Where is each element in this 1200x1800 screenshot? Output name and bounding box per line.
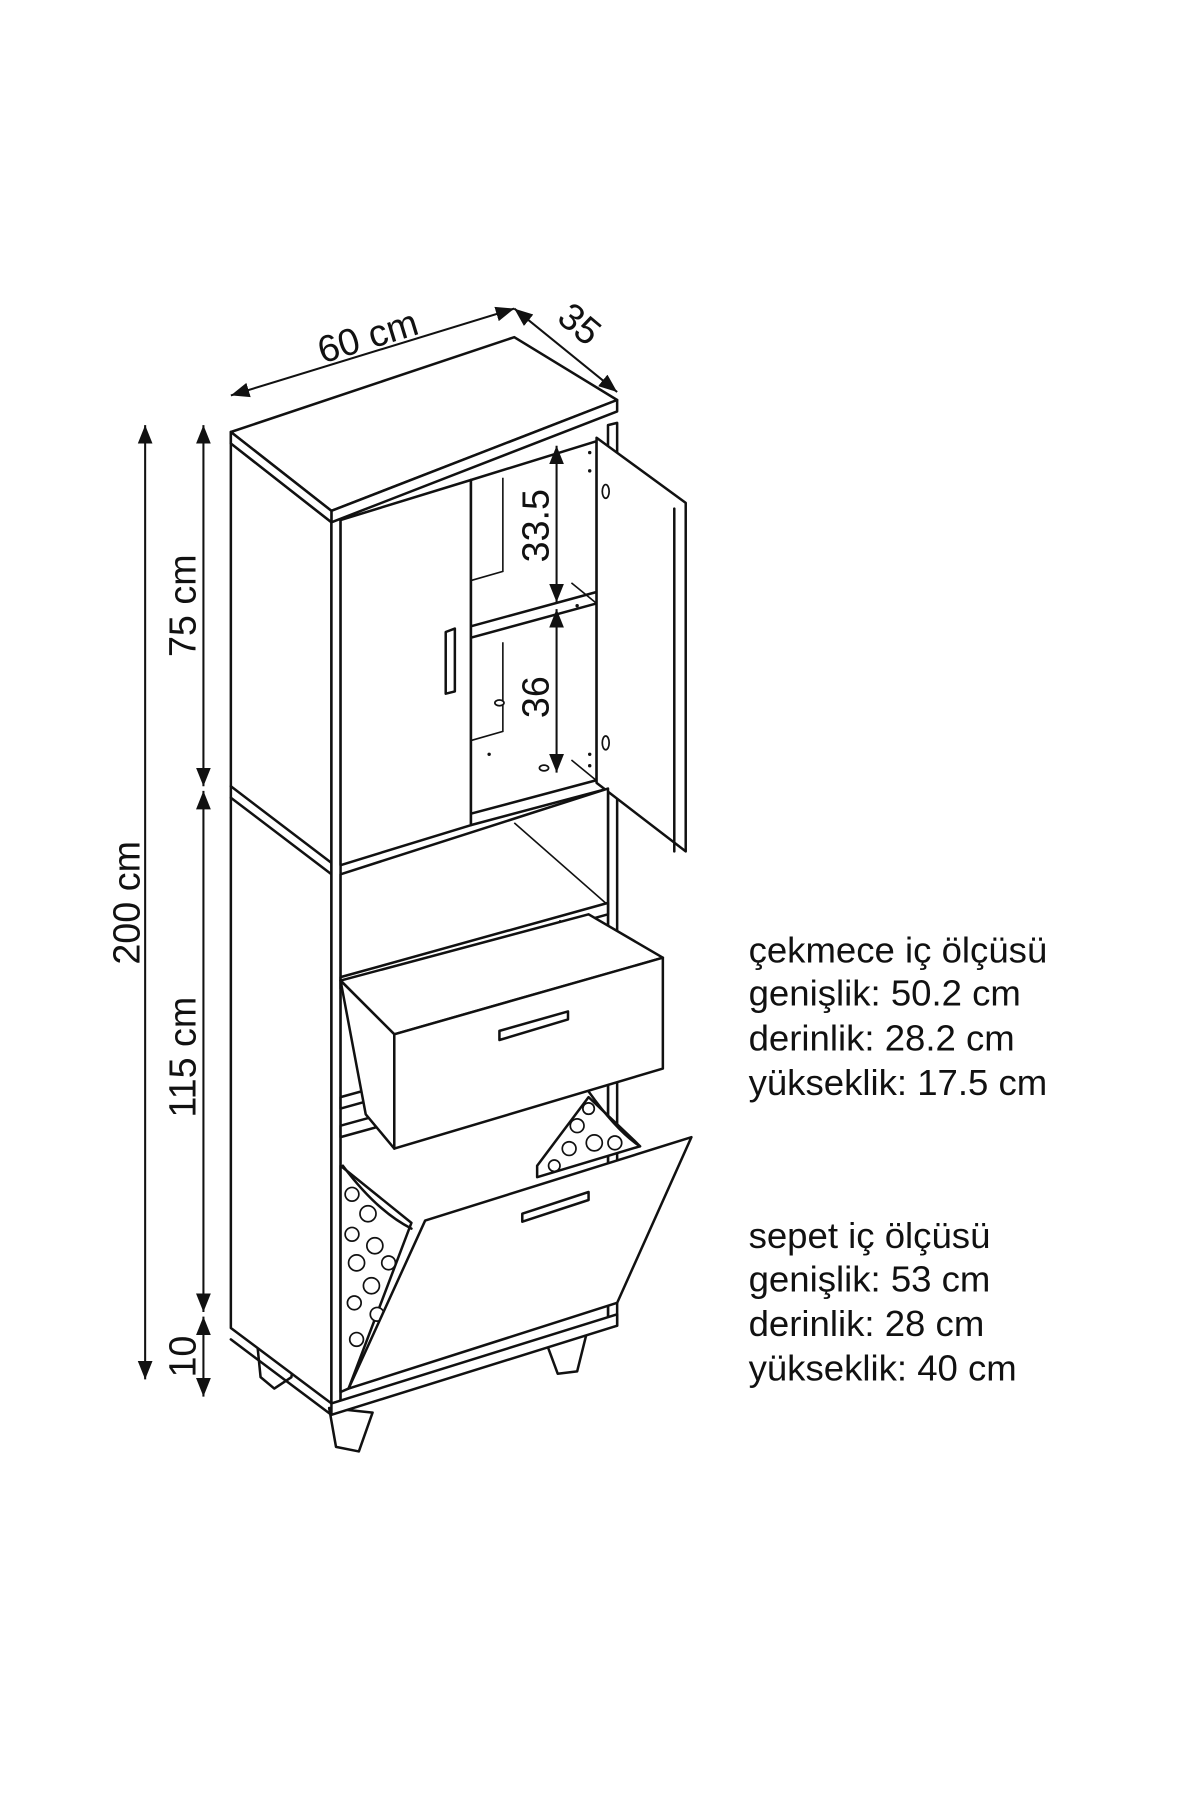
drawer-spec: çekmece iç ölçüsü genişlik: 50.2 cm deri… (749, 929, 1048, 1103)
total-height-label: 200 cm (105, 841, 147, 965)
basket-spec: sepet iç ölçüsü genişlik: 53 cm derinlik… (749, 1215, 1017, 1389)
basket-spec-title: sepet iç ölçüsü (749, 1215, 991, 1256)
bottom-panel (330, 1313, 619, 1417)
left-side-panel (229, 430, 333, 1405)
width-line (230, 306, 515, 398)
dimension-lines (137, 306, 618, 1397)
upper-height-label: 75 cm (161, 554, 203, 657)
lower-height-label: 115 cm (161, 997, 203, 1118)
hamper-handle[interactable] (521, 1190, 590, 1223)
laundry-hamper[interactable] (339, 1090, 693, 1394)
leg-front (327, 1406, 374, 1453)
drawer-spec-title: çekmece iç ölçüsü (749, 929, 1048, 970)
basket-spec-width: genişlik: 53 cm (749, 1258, 991, 1299)
drawer-spec-width: genişlik: 50.2 cm (749, 973, 1021, 1014)
leg-height-label: 10 (161, 1336, 203, 1378)
lower-shelf-label: 36 (515, 676, 557, 718)
cabinet (229, 335, 693, 1453)
door-handle[interactable] (444, 627, 457, 695)
left-door[interactable] (339, 478, 473, 867)
depth-line (513, 307, 618, 393)
basket-spec-height: yükseklik: 40 cm (749, 1348, 1017, 1389)
right-door-open[interactable] (595, 436, 687, 853)
hinge-icon (601, 483, 610, 500)
width-label: 60 cm (312, 301, 422, 371)
drawer-handle[interactable] (498, 1010, 570, 1042)
hamper-flap[interactable] (347, 1135, 693, 1390)
hinge-icon (601, 735, 610, 751)
drawer-front[interactable] (393, 956, 665, 1150)
drawer[interactable] (339, 913, 665, 1150)
basket-pattern (344, 1101, 623, 1373)
basket-spec-depth: derinlik: 28 cm (749, 1303, 985, 1344)
drawer-spec-height: yükseklik: 17.5 cm (749, 1062, 1048, 1103)
drawer-spec-depth: derinlik: 28.2 cm (749, 1017, 1015, 1058)
upper-shelf-label: 33.5 (515, 489, 557, 562)
